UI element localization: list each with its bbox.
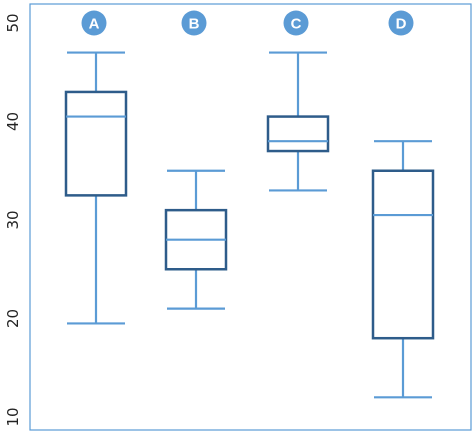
category-label: C <box>291 16 302 33</box>
iqr-box <box>266 115 330 153</box>
category-label: B <box>189 16 200 33</box>
y-tick-label: 50 <box>4 13 22 32</box>
plot-frame <box>29 3 472 431</box>
category-label: A <box>89 16 100 33</box>
category-badge <box>283 10 309 36</box>
category-badge <box>388 10 414 36</box>
y-tick-label: 20 <box>4 309 22 328</box>
y-tick-label: 30 <box>4 210 22 229</box>
category-badge <box>181 10 207 36</box>
y-tick-label: 10 <box>4 407 22 426</box>
category-label: D <box>396 16 407 33</box>
iqr-box <box>371 169 435 340</box>
y-tick-label: 40 <box>4 112 22 131</box>
category-badge <box>81 10 107 36</box>
iqr-box <box>64 90 128 197</box>
